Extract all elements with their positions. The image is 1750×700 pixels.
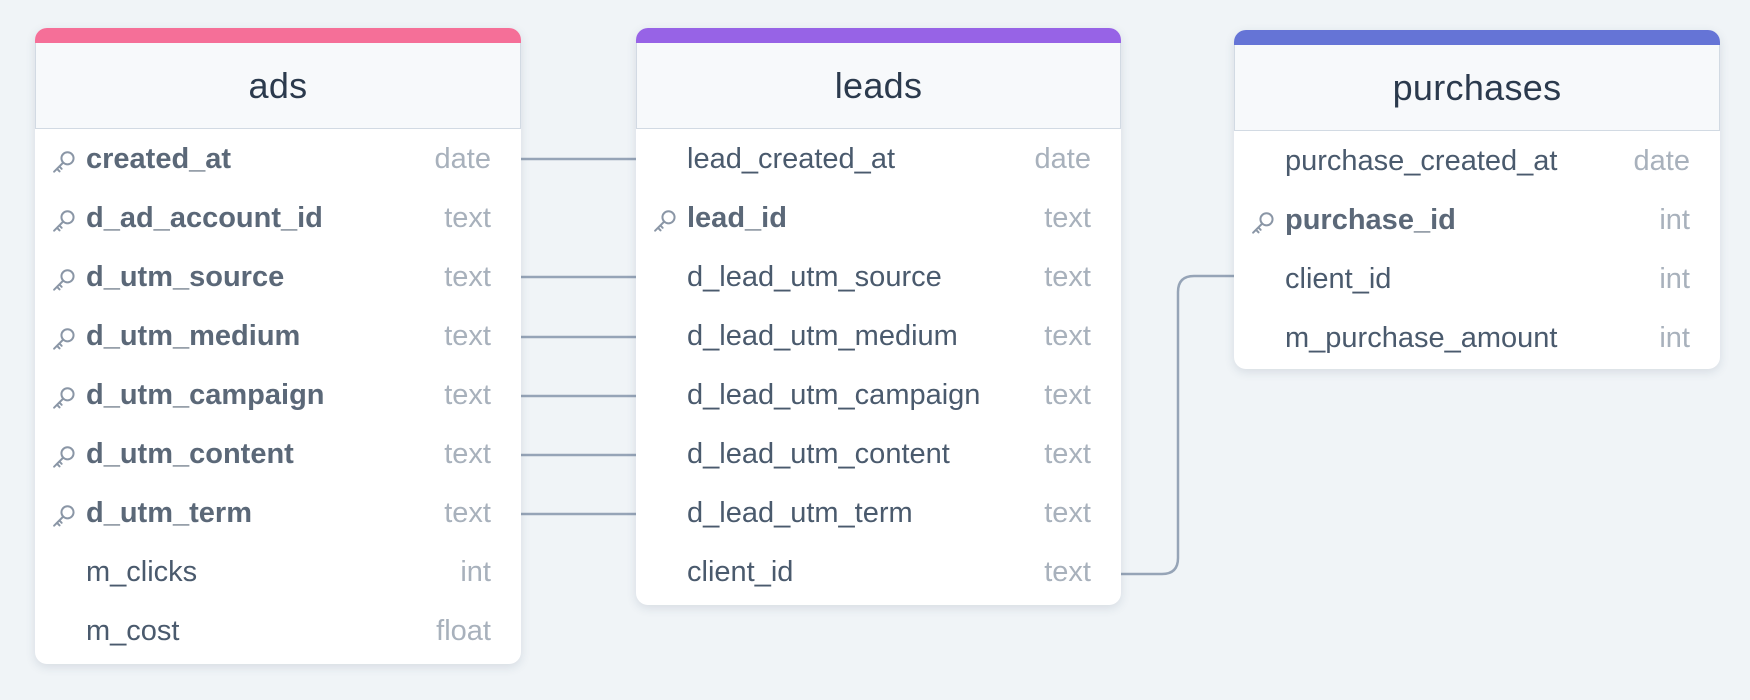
- column-type: text: [444, 202, 491, 234]
- column-name: d_utm_campaign: [86, 379, 325, 411]
- column-row[interactable]: m_purchase_amount int: [1234, 309, 1720, 368]
- column-row[interactable]: d_ad_account_id text: [35, 189, 521, 248]
- column-list: created_at date d_ad_account_id text d_u…: [35, 129, 521, 661]
- key-icon: [49, 264, 79, 294]
- column-name: m_purchase_amount: [1285, 322, 1558, 354]
- table-ads[interactable]: ads created_at date d_ad_account_id text…: [35, 28, 521, 664]
- column-row[interactable]: purchase_created_at date: [1234, 132, 1720, 191]
- column-row[interactable]: d_lead_utm_source text: [636, 248, 1121, 307]
- column-row[interactable]: m_clicks int: [35, 543, 521, 602]
- column-name: d_utm_source: [86, 261, 285, 293]
- column-row[interactable]: d_lead_utm_campaign text: [636, 366, 1121, 425]
- column-row[interactable]: created_at date: [35, 130, 521, 189]
- column-type: int: [460, 556, 491, 588]
- column-type: text: [1044, 202, 1091, 234]
- table-leads[interactable]: leads lead_created_at date lead_id text …: [636, 28, 1121, 605]
- column-type: date: [1034, 143, 1091, 175]
- key-icon: [1248, 207, 1278, 237]
- column-name: d_ad_account_id: [86, 202, 323, 234]
- key-icon: [49, 382, 79, 412]
- column-type: text: [1044, 261, 1091, 293]
- column-row[interactable]: d_lead_utm_medium text: [636, 307, 1121, 366]
- column-name: d_utm_content: [86, 438, 294, 470]
- table-title: leads: [636, 43, 1121, 129]
- column-row[interactable]: d_lead_utm_content text: [636, 425, 1121, 484]
- column-name: lead_id: [687, 202, 787, 234]
- key-icon: [49, 500, 79, 530]
- column-type: text: [1044, 438, 1091, 470]
- column-row[interactable]: d_utm_content text: [35, 425, 521, 484]
- column-type: date: [434, 143, 491, 175]
- column-type: int: [1659, 263, 1690, 295]
- table-color-bar: [636, 28, 1121, 43]
- column-name: client_id: [1285, 263, 1392, 295]
- column-type: text: [1044, 497, 1091, 529]
- column-name: client_id: [687, 556, 794, 588]
- relation-client-id: [1121, 274, 1234, 576]
- column-name: d_lead_utm_content: [687, 438, 950, 470]
- column-type: text: [444, 497, 491, 529]
- column-name: created_at: [86, 143, 232, 175]
- column-type: float: [436, 615, 491, 647]
- key-icon: [49, 146, 79, 176]
- table-purchases[interactable]: purchases purchase_created_at date purch…: [1234, 30, 1720, 369]
- column-type: text: [444, 379, 491, 411]
- column-type: int: [1659, 204, 1690, 236]
- column-row[interactable]: d_utm_medium text: [35, 307, 521, 366]
- column-type: text: [444, 261, 491, 293]
- table-color-bar: [1234, 30, 1720, 45]
- column-type: text: [444, 320, 491, 352]
- key-icon: [49, 441, 79, 471]
- column-name: d_lead_utm_source: [687, 261, 942, 293]
- column-type: int: [1659, 322, 1690, 354]
- column-name: m_cost: [86, 615, 180, 647]
- column-row[interactable]: d_utm_source text: [35, 248, 521, 307]
- key-icon: [650, 205, 680, 235]
- table-title: purchases: [1234, 45, 1720, 131]
- key-icon: [49, 323, 79, 353]
- column-row[interactable]: m_cost float: [35, 602, 521, 661]
- column-name: lead_created_at: [687, 143, 895, 175]
- column-row[interactable]: client_id text: [636, 543, 1121, 602]
- column-row[interactable]: d_utm_term text: [35, 484, 521, 543]
- column-row[interactable]: d_lead_utm_term text: [636, 484, 1121, 543]
- table-title: ads: [35, 43, 521, 129]
- column-name: d_utm_term: [86, 497, 252, 529]
- key-icon: [49, 205, 79, 235]
- column-row[interactable]: client_id int: [1234, 250, 1720, 309]
- table-color-bar: [35, 28, 521, 43]
- column-name: d_lead_utm_term: [687, 497, 913, 529]
- column-list: purchase_created_at date purchase_id int…: [1234, 131, 1720, 368]
- column-type: text: [1044, 556, 1091, 588]
- column-name: m_clicks: [86, 556, 198, 588]
- column-row[interactable]: d_utm_campaign text: [35, 366, 521, 425]
- column-name: purchase_created_at: [1285, 145, 1558, 177]
- column-name: d_lead_utm_medium: [687, 320, 958, 352]
- column-type: date: [1633, 145, 1690, 177]
- column-list: lead_created_at date lead_id text d_lead…: [636, 129, 1121, 602]
- column-type: text: [1044, 320, 1091, 352]
- column-row[interactable]: lead_created_at date: [636, 130, 1121, 189]
- column-row[interactable]: lead_id text: [636, 189, 1121, 248]
- column-type: text: [1044, 379, 1091, 411]
- column-name: d_utm_medium: [86, 320, 301, 352]
- column-name: d_lead_utm_campaign: [687, 379, 981, 411]
- column-row[interactable]: purchase_id int: [1234, 191, 1720, 250]
- column-type: text: [444, 438, 491, 470]
- column-name: purchase_id: [1285, 204, 1456, 236]
